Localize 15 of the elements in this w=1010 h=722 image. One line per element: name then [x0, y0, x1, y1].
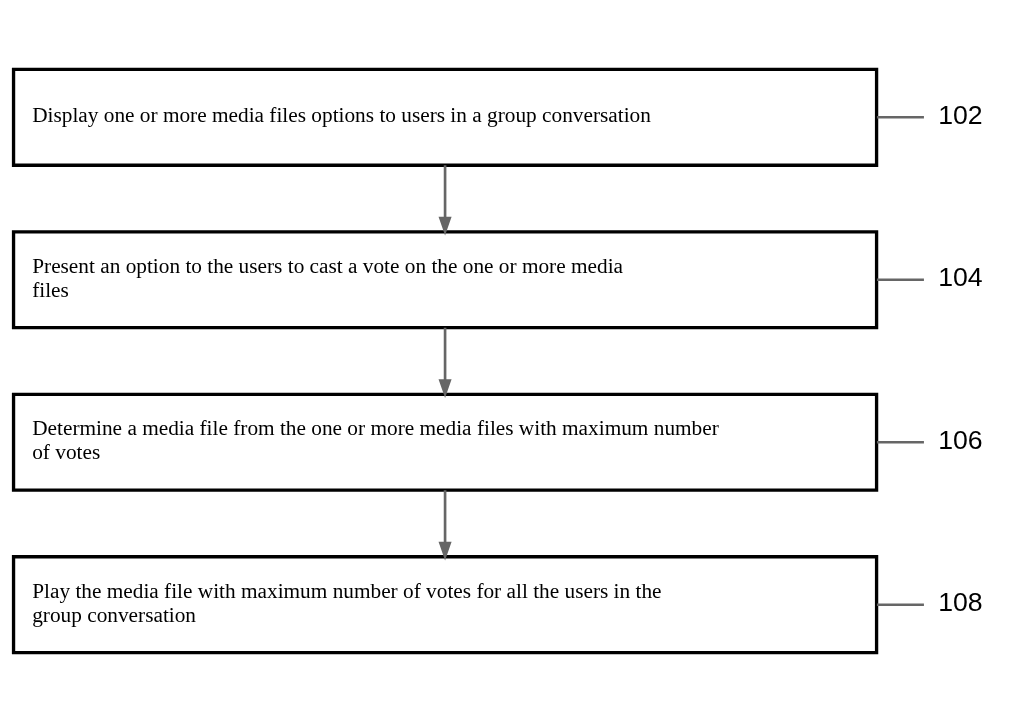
node-box: Display one or more media files options to users in a group conversation: [11, 67, 879, 167]
connector: [876, 603, 924, 607]
node-box: Determine a media file from the one or more media files with maximum number of votes: [11, 392, 879, 492]
connector: [876, 440, 924, 444]
node-text: 108: [938, 587, 983, 618]
arrow: [438, 165, 452, 236]
node-box: Play the media file with maximum number of votes for all the users in the group conversation: [11, 555, 879, 655]
arrow: [438, 490, 452, 561]
node-box: Present an option to the users to cast a vote on the one or more media files: [11, 230, 879, 330]
node-text: 104: [938, 262, 983, 293]
node-text: 106: [938, 424, 983, 455]
node-text: 102: [938, 99, 983, 130]
connector: [876, 115, 924, 119]
arrow: [438, 327, 452, 398]
connector: [876, 278, 924, 282]
